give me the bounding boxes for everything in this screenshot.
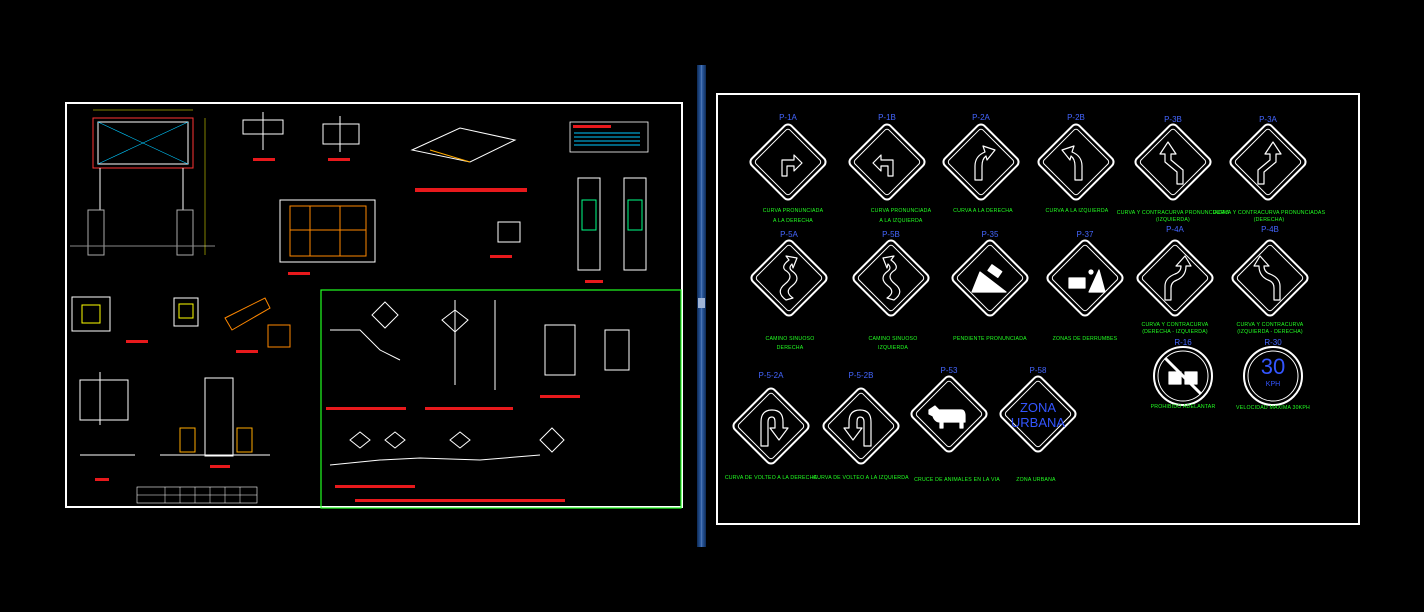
no-overtaking-icon <box>1153 346 1213 406</box>
steep-slope-icon <box>949 237 1031 319</box>
sign-caption: (IZQUIERDA - DERECHA) <box>1237 329 1303 335</box>
sign-code: P-3B <box>1164 115 1182 124</box>
sign-caption: CURVA Y CONTRACURVA <box>1236 322 1304 328</box>
zona-text-line1: ZONA <box>1019 400 1057 415</box>
sign-caption: A LA IZQUIERDA <box>879 218 923 224</box>
speed-unit: KPH <box>1265 381 1281 388</box>
sign-code: R-30 <box>1264 338 1282 347</box>
sign-caption: VELOCIDAD MAXIMA 30KPH <box>1236 405 1310 411</box>
sign-code: P-53 <box>940 366 958 375</box>
sign-caption: CURVA A LA DERECHA <box>953 208 1013 214</box>
sign-code: P-4A <box>1166 225 1184 234</box>
double-curve-right-icon <box>1227 121 1309 203</box>
zona-text-line2: URBANA <box>1010 415 1066 430</box>
sign-code: P-4B <box>1261 225 1279 234</box>
sign-code: P-2A <box>972 113 990 122</box>
sign-caption: ZONA URBANA <box>1016 477 1056 483</box>
reverse-curve-right-icon <box>1134 237 1216 319</box>
sign-code: P-37 <box>1076 230 1094 239</box>
winding-road-right-icon <box>748 237 830 319</box>
double-curve-left-icon <box>1132 121 1214 203</box>
sign-caption: (IZQUIERDA) <box>1156 217 1190 223</box>
sign-caption: IZQUIERDA <box>877 345 909 351</box>
sign-caption: DERECHA <box>776 345 804 351</box>
sign-code: P-35 <box>981 230 999 239</box>
sign-code: P-5A <box>780 230 798 239</box>
sign-code: P-5B <box>882 230 900 239</box>
sign-caption: (DERECHA - IZQUIERDA) <box>1142 329 1208 335</box>
falling-rocks-icon <box>1044 237 1126 319</box>
sign-code: P-3A <box>1259 115 1277 124</box>
column-sections <box>497 177 647 271</box>
sign-caption: CURVA Y CONTRACURVA PRONUNCIADAS <box>1212 210 1326 216</box>
reverse-curve-left-icon <box>1229 237 1311 319</box>
sign-code: P-58 <box>1029 366 1047 375</box>
detail-frame <box>320 289 682 509</box>
sign-code: R-16 <box>1174 338 1192 347</box>
sign-caption: CURVA A LA IZQUIERDA <box>1045 208 1109 214</box>
arrow-curve-left-icon <box>1035 121 1117 203</box>
right-drawing-sheet <box>716 93 1360 525</box>
speed-limit-icon <box>1243 346 1303 406</box>
panel-elevation <box>279 199 376 263</box>
sign-code: P-1B <box>878 113 896 122</box>
sign-caption: PROHIBIDO ADELANTAR <box>1150 404 1216 410</box>
sign-caption: A LA DERECHA <box>773 218 813 224</box>
sign-caption: CURVA Y CONTRACURVA <box>1141 322 1209 328</box>
speed-number: 30 <box>1260 354 1286 379</box>
sign-caption: CURVA DE VOLTEO A LA DERECHA <box>724 475 818 481</box>
sign-caption: PENDIENTE PRONUNCIADA <box>953 336 1027 342</box>
arrow-curve-right-icon <box>940 121 1022 203</box>
sign-code: P-2B <box>1067 113 1085 122</box>
u-turn-right-icon <box>730 385 812 467</box>
sign-code: P-5-2B <box>848 371 874 380</box>
sign-caption: ZONAS DE DERRUMBES <box>1052 336 1118 342</box>
beam-sections <box>242 112 517 163</box>
arrow-turn-right-icon <box>747 121 829 203</box>
u-turn-left-icon <box>820 385 902 467</box>
sign-caption: (DERECHA) <box>1253 217 1285 223</box>
sign-caption: CURVA PRONUNCIADA <box>870 208 932 214</box>
billboard-elevation <box>70 109 215 256</box>
sign-caption: CURVA DE VOLTEO A LA IZQUIERDA <box>813 475 909 481</box>
left-drawing-sheet <box>65 102 683 508</box>
divider-marker <box>698 298 705 308</box>
sign-caption: CURVA PRONUNCIADA <box>762 208 824 214</box>
sign-code: P-1A <box>779 113 797 122</box>
sign-caption: CURVA Y CONTRACURVA PRONUNCIADAS <box>1116 210 1230 216</box>
sign-caption: CAMINO SINUOSO <box>765 336 815 342</box>
sign-code: P-5-2A <box>758 371 784 380</box>
arrow-turn-left-icon <box>846 121 928 203</box>
cattle-icon <box>908 373 990 455</box>
sign-caption: CRUCE DE ANIMALES EN LA VIA <box>914 477 1000 483</box>
sign-post-details <box>329 300 630 466</box>
sign-caption: CAMINO SINUOSO <box>868 336 918 342</box>
winding-road-left-icon <box>850 237 932 319</box>
footing-details <box>71 296 291 457</box>
